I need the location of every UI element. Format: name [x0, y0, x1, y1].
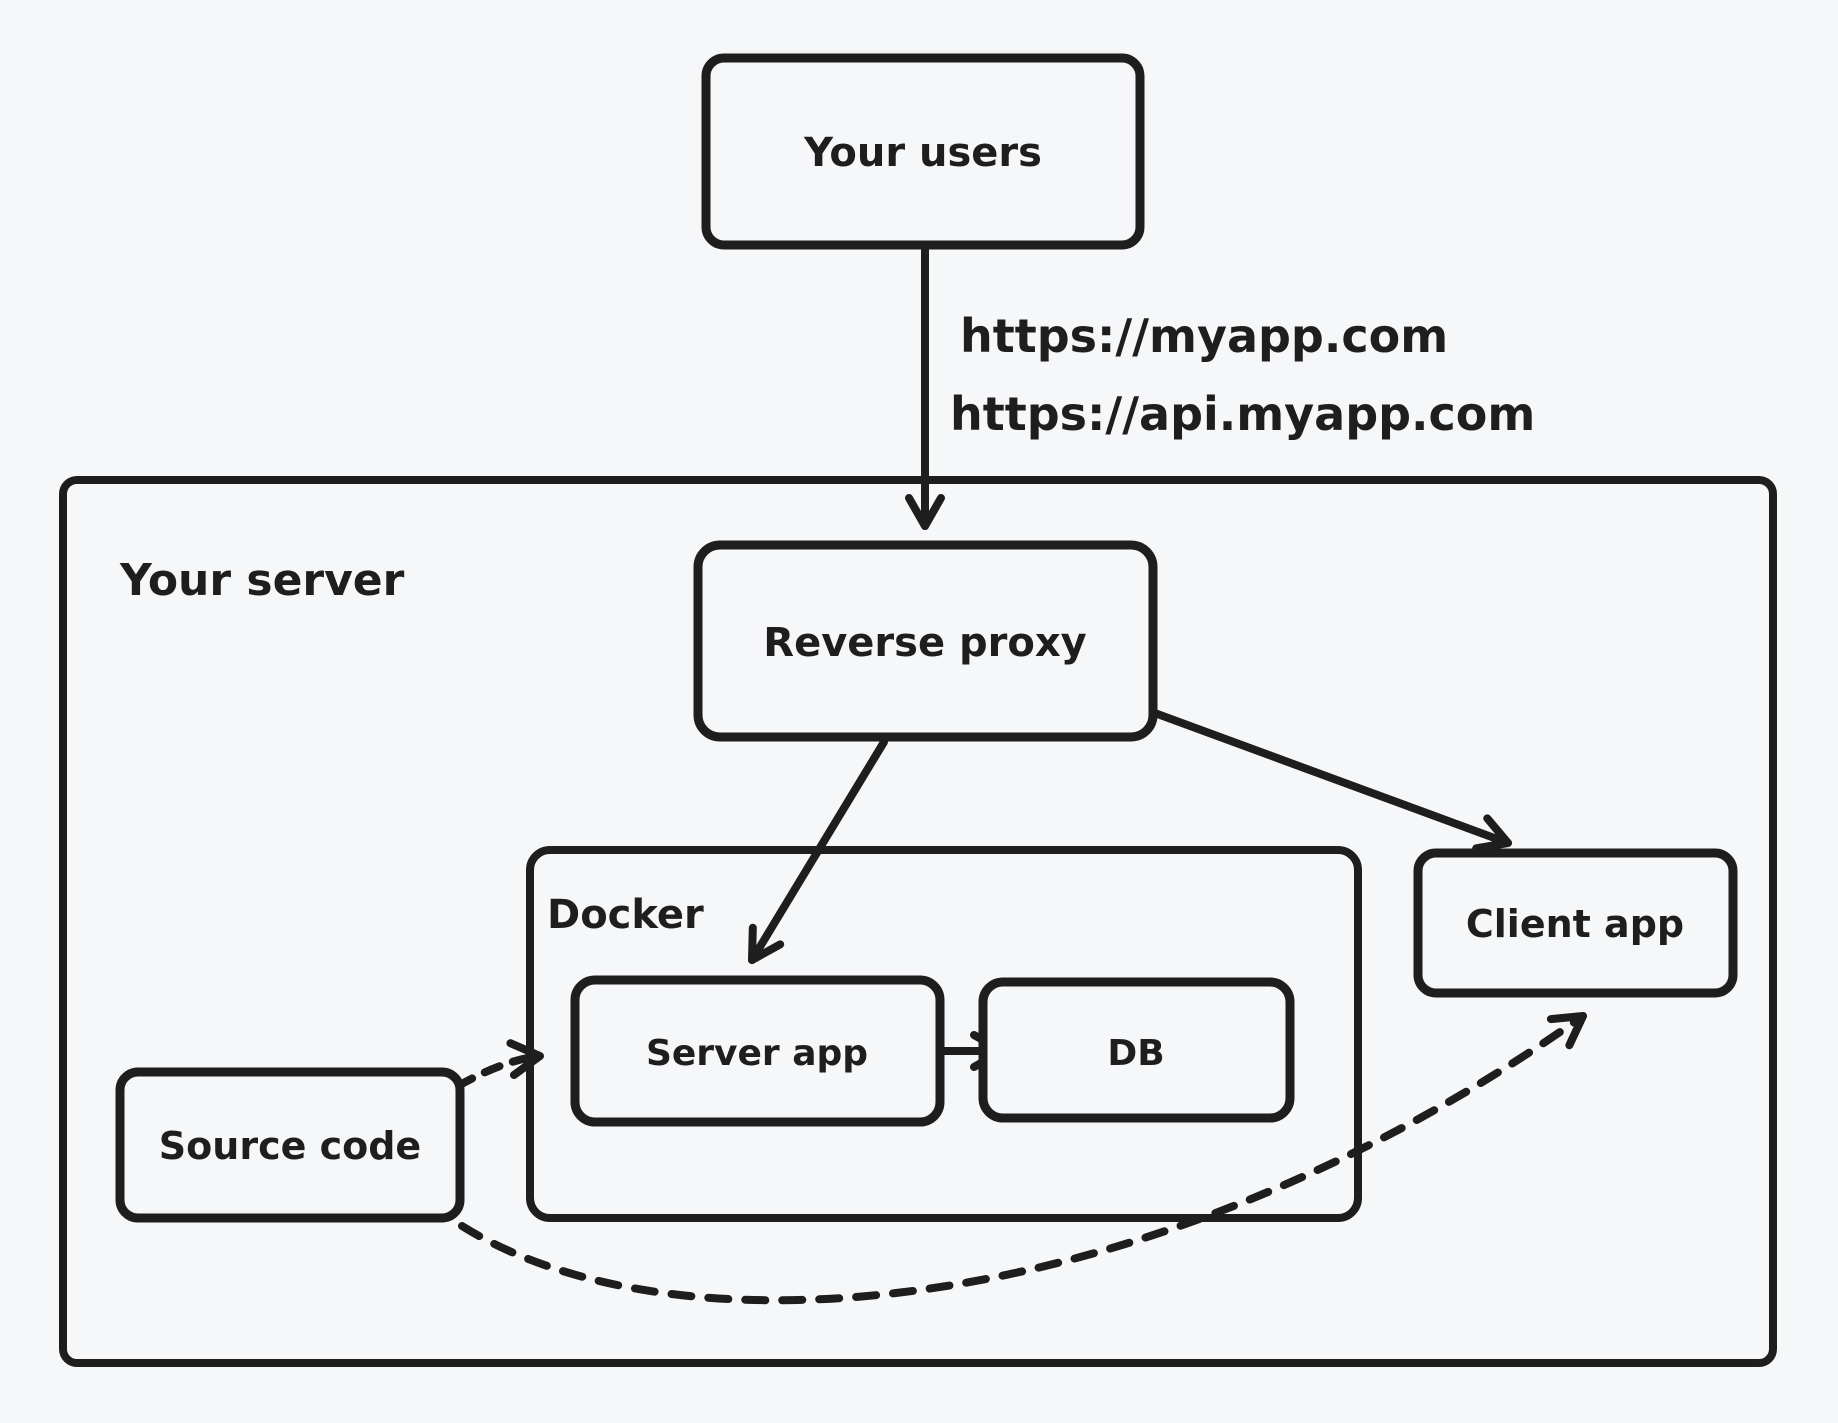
edge-source-to-server-app-dashed [454, 1039, 544, 1090]
edge-proxy-to-client-app [1148, 708, 1512, 853]
db-label: DB [1107, 1033, 1164, 1074]
server-app-label: Server app [646, 1033, 868, 1074]
client-app-node: Client app [1413, 848, 1738, 998]
your-users-label: Your users [803, 130, 1042, 176]
server-app-node: Server app [570, 975, 945, 1127]
docker-container [526, 846, 1362, 1222]
client-app-label: Client app [1466, 902, 1684, 946]
url-label-api-myapp: https://api.myapp.com [950, 387, 1535, 441]
db-node: DB [978, 977, 1295, 1123]
your-users-box [701, 53, 1145, 250]
client-app-box [1413, 848, 1738, 998]
docker-label: Docker [547, 892, 704, 938]
your-server-container [59, 476, 1777, 1367]
source-code-label: Source code [159, 1124, 421, 1168]
source-code-box [115, 1067, 465, 1223]
edge-proxy-to-server-app [748, 738, 888, 964]
edge-source-to-client-app-dashed [458, 1012, 1587, 1305]
your-users-node: Your users [701, 53, 1145, 250]
reverse-proxy-box [693, 540, 1158, 742]
server-app-box [570, 975, 945, 1127]
source-code-node: Source code [115, 1067, 465, 1223]
reverse-proxy-node: Reverse proxy [693, 540, 1158, 742]
your-server-label: Your server [119, 555, 405, 606]
url-label-myapp: https://myapp.com [960, 309, 1448, 363]
db-box [978, 977, 1295, 1123]
reverse-proxy-label: Reverse proxy [763, 620, 1086, 666]
